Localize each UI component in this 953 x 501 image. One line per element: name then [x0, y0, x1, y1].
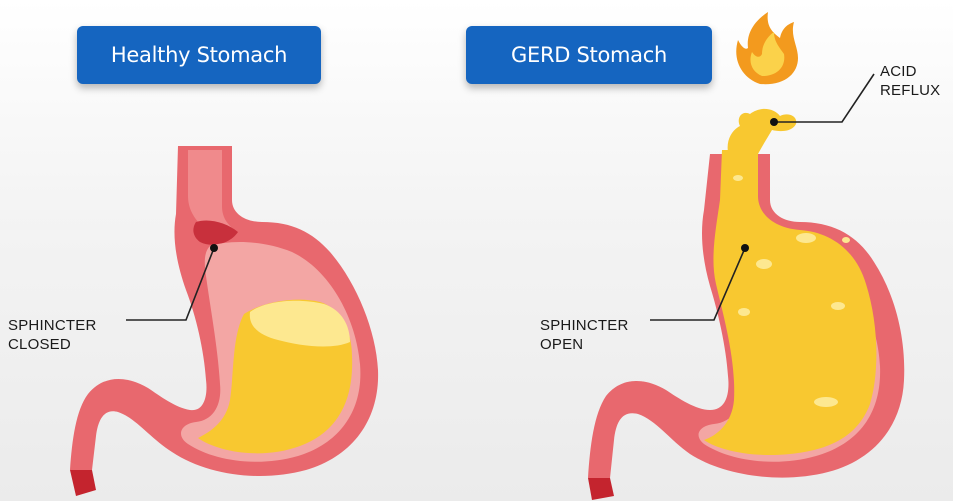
gerd-stomach — [588, 12, 904, 500]
acid-reflux-line1: ACID — [880, 62, 940, 81]
flame-icon — [736, 12, 798, 84]
sphincter-open-label: SPHINCTER OPEN — [540, 316, 628, 354]
gerd-acid-reflux-splash — [728, 109, 797, 154]
gerd-stomach-title: GERD Stomach — [466, 26, 712, 84]
sphincter-open-line2: OPEN — [540, 335, 628, 354]
healthy-stomach-title: Healthy Stomach — [77, 26, 321, 84]
gerd-duodenum — [588, 478, 614, 500]
gerd-callout-dot — [741, 244, 749, 252]
sphincter-closed-label: SPHINCTER CLOSED — [8, 316, 96, 354]
healthy-callout-dot — [210, 244, 218, 252]
sphincter-closed-line1: SPHINCTER — [8, 316, 96, 335]
sphincter-open-line1: SPHINCTER — [540, 316, 628, 335]
acid-callout-dot — [770, 118, 778, 126]
healthy-duodenum — [70, 470, 96, 496]
acid-reflux-label: ACID REFLUX — [880, 62, 940, 100]
healthy-stomach — [70, 146, 378, 496]
acid-reflux-line2: REFLUX — [880, 81, 940, 100]
sphincter-closed-line2: CLOSED — [8, 335, 96, 354]
